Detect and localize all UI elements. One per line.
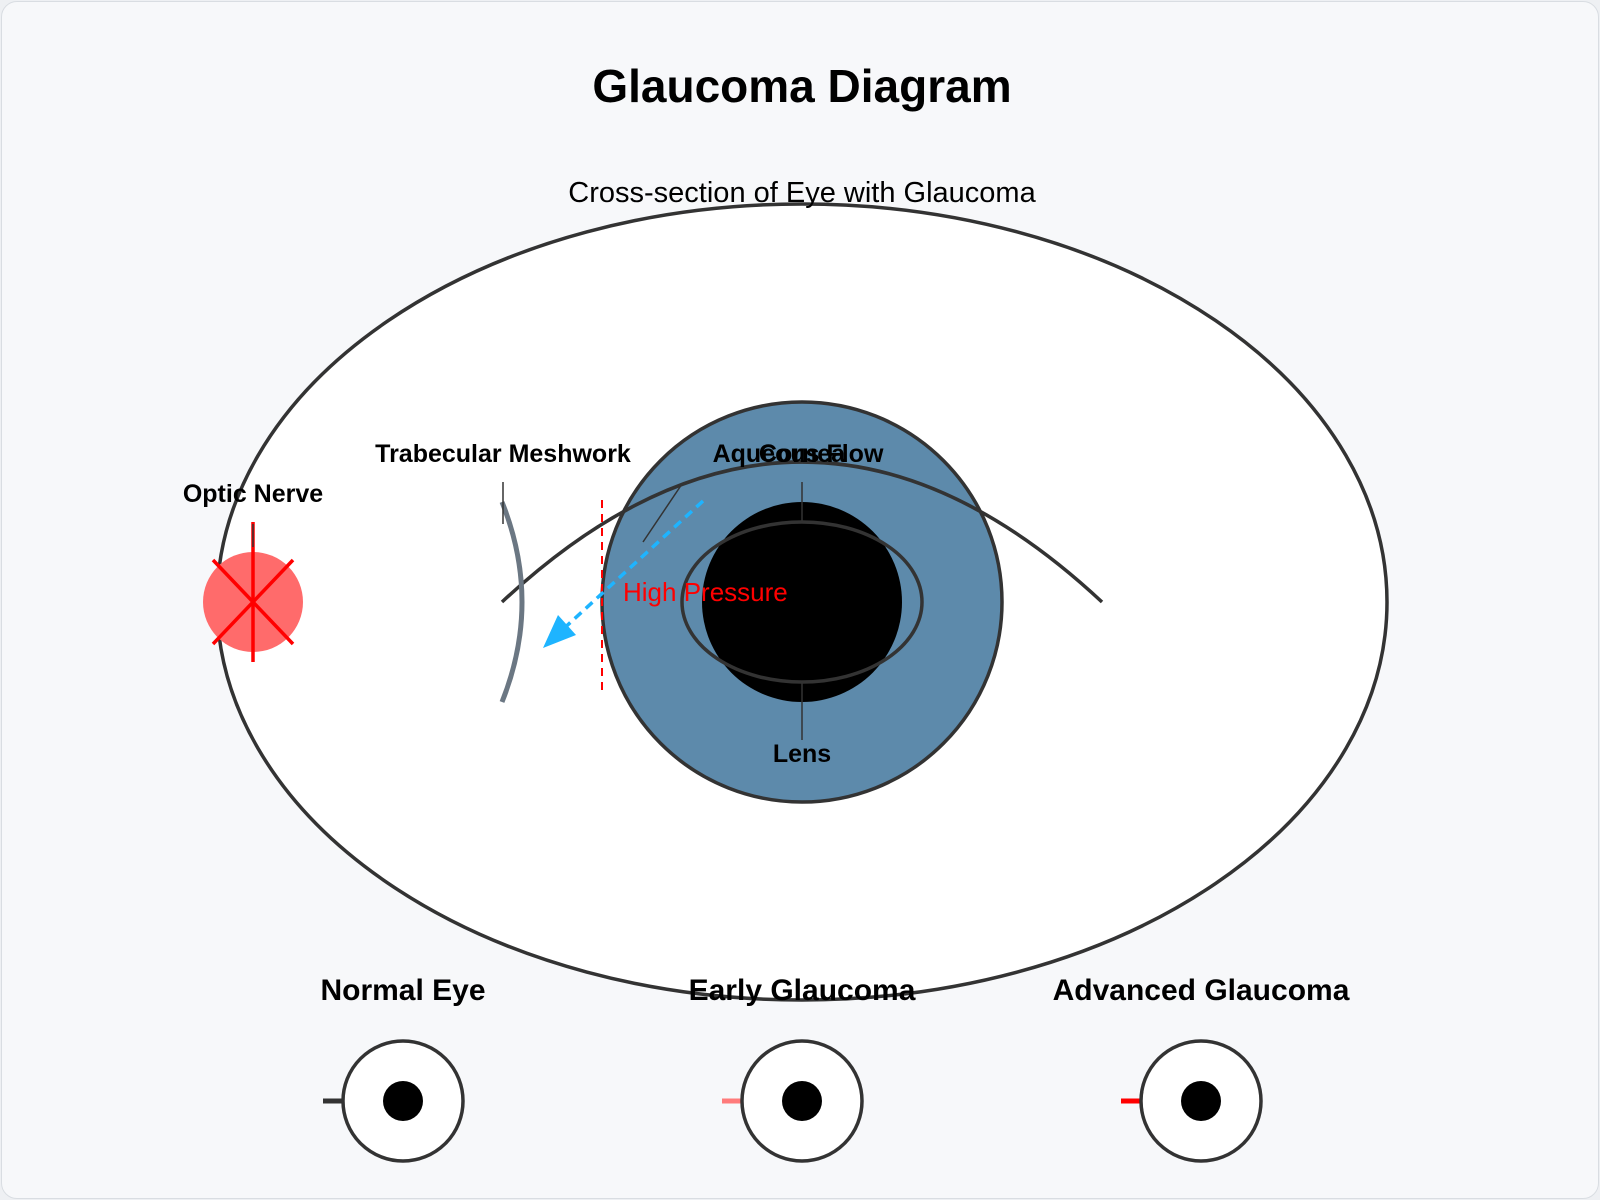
high-pressure-label: High Pressure — [623, 577, 788, 607]
stage-normal: Normal Eye — [320, 974, 486, 1163]
aqueous-flow-label: Aqueous Flow — [713, 440, 884, 468]
aqueous-flow-leader — [642, 483, 683, 543]
aqueous-flow-line — [558, 499, 705, 634]
optic-nerve-label: Optic Nerve — [183, 480, 323, 508]
stage-normal-label: Normal Eye — [320, 974, 485, 1007]
trabecular-meshwork-label: Trabecular Meshwork — [375, 440, 631, 468]
stage-advanced: Advanced Glaucoma — [1053, 974, 1350, 1163]
stage-advanced-label: Advanced Glaucoma — [1053, 974, 1350, 1007]
pupil — [702, 502, 902, 702]
stage-early-label: Early Glaucoma — [689, 974, 916, 1007]
arrow-icon — [543, 615, 576, 648]
stage-early-pupil — [782, 1081, 822, 1121]
trabecular-meshwork — [499, 501, 525, 703]
stage-advanced-pupil — [1181, 1081, 1221, 1121]
cornea-label: Cornea — [759, 440, 846, 468]
diagram-subtitle: Cross-section of Eye with Glaucoma — [568, 177, 1036, 209]
diagram-title: Glaucoma Diagram — [592, 60, 1011, 112]
stage-early: Early Glaucoma — [689, 974, 916, 1163]
lens-label: Lens — [773, 740, 831, 768]
cornea-arc — [500, 460, 1104, 604]
stage-normal-pupil — [383, 1081, 423, 1121]
